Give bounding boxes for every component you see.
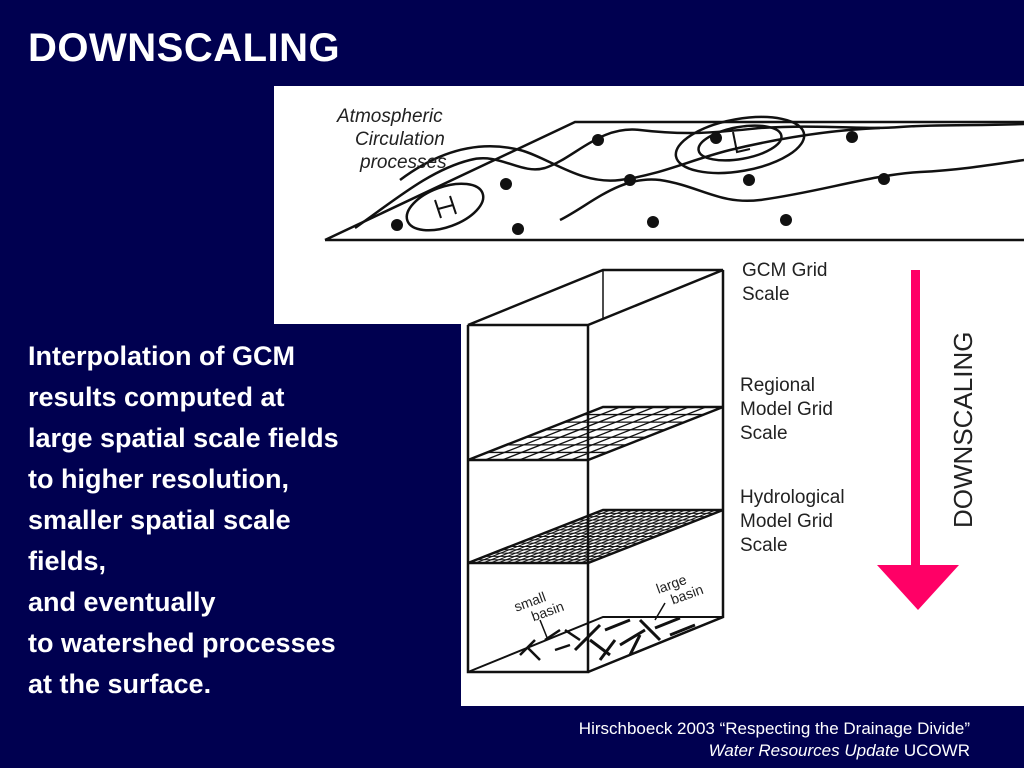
high-symbol-icon [434,195,457,219]
atmos-label-line: Atmospheric [336,106,443,127]
plane-outline [324,120,1024,242]
body-line: results computed at [28,382,285,412]
grid-point [780,214,792,226]
body-text: Interpolation of GCM results computed at… [28,336,448,705]
isobar-3 [399,126,881,182]
large-basin-drainage [573,616,696,661]
grid-line [502,406,638,461]
atmos-label-line: Circulation [355,129,445,150]
citation: Hirschboeck 2003 “Respecting the Drainag… [579,718,970,762]
surface-plane [467,602,724,673]
hydro-label-line: Hydrological [740,487,845,508]
grid-points [391,131,890,235]
grid-point [512,223,524,235]
hydro-label-line: Scale [740,535,788,556]
gcm-label-line: Scale [742,284,790,305]
grid-line [535,509,671,564]
body-line: Interpolation of GCM [28,341,295,371]
grid-column-box [466,268,725,674]
atmos-label-line: processes [359,152,447,173]
grid-point [624,174,636,186]
grid-point [391,219,403,231]
arrow-head [877,565,959,610]
citation-journal: Water Resources Update [708,741,900,760]
regional-label-line: Regional [740,375,815,396]
regional-grid-plane [467,405,724,462]
small-basin-drainage [519,628,581,661]
grid-point [878,173,890,185]
body-line: fields, [28,546,107,576]
small-basin-label: small basin [512,588,566,624]
body-line: to watershed processes [28,628,336,658]
atmos-label: Atmospheric Circulation processes [336,106,447,173]
high-pressure-cell [405,182,485,232]
grid-line [557,509,694,564]
regional-label-line: Scale [740,423,788,444]
arrow-shaft [911,270,920,568]
arrow-label: DOWNSCALING [948,332,978,528]
body-line: large spatial scale fields [28,423,339,453]
grid-line [550,509,686,564]
low-symbol-icon [732,131,751,154]
atmospheric-plane [324,115,1024,242]
citation-line-2: Water Resources Update UCOWR [579,740,970,762]
hydro-label-line: Model Grid [740,511,833,532]
body-line: and eventually [28,587,216,617]
grid-point [592,134,604,146]
hydro-label: Hydrological Model Grid Scale [740,487,845,556]
grid-point [743,174,755,186]
grid-line [519,406,655,461]
gcm-label: GCM Grid Scale [742,260,828,305]
body-line: at the surface. [28,669,212,699]
figure-background-bottom [461,324,1024,706]
grid-line [572,509,709,564]
regional-label-line: Model Grid [740,399,833,420]
citation-line-1: Hirschboeck 2003 “Respecting the Drainag… [578,719,970,738]
grid-line [565,509,701,564]
large-basin-label: large basin [654,571,705,607]
body-line: to higher resolution, [28,464,289,494]
grid-point [846,131,858,143]
grid-line [580,509,716,564]
grid-line [542,509,679,564]
body-line: smaller spatial scale [28,505,291,535]
isobar-2 [559,158,1024,222]
grid-line [570,406,707,461]
grid-point [710,132,722,144]
grid-point [500,178,512,190]
pressure-symbols [434,131,751,219]
grid-line [536,406,672,461]
downscaling-arrow: DOWNSCALING [877,270,978,610]
grid-line [553,406,689,461]
isobar-1 [354,122,1024,230]
low-pressure-cell-outer [674,115,806,175]
gcm-label-line: GCM Grid [742,260,828,281]
regional-label: Regional Model Grid Scale [740,375,833,444]
hydrological-grid-plane [467,508,724,565]
citation-publisher: UCOWR [899,741,970,760]
grid-point [647,216,659,228]
slide-title: DOWNSCALING [28,26,341,70]
low-pressure-cell [697,124,783,162]
grid-line [484,406,621,461]
